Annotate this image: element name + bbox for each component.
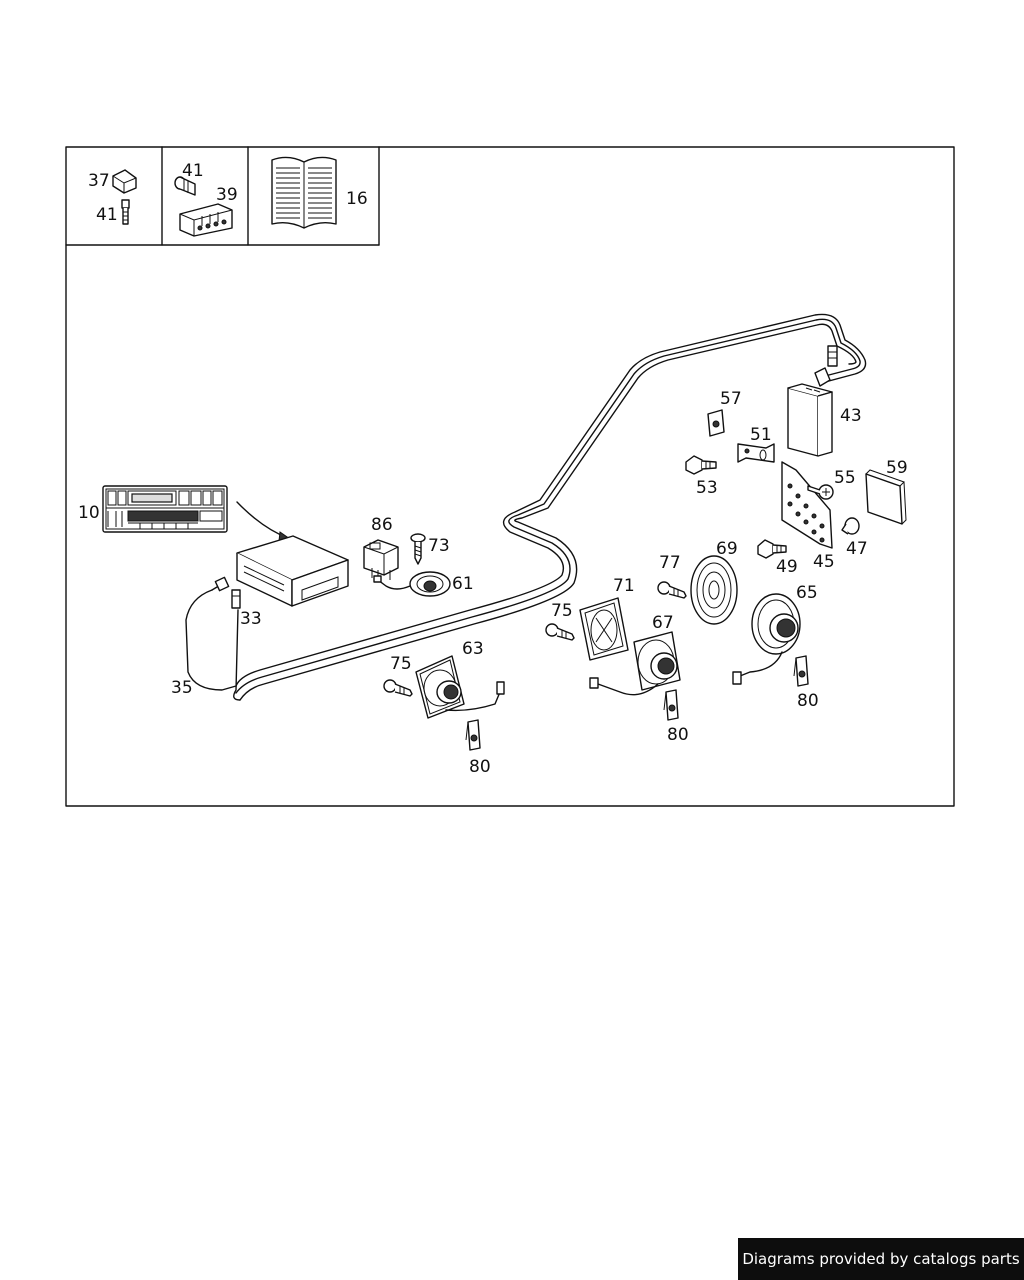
callout-39: 39 [216, 185, 238, 205]
callout-86: 86 [371, 515, 393, 535]
callout-80: 80 [469, 757, 491, 777]
part-65-speaker [732, 593, 801, 685]
part-61-tweeter [373, 571, 451, 597]
callout-41: 41 [96, 205, 118, 225]
callout-16: 16 [346, 189, 368, 209]
inset-panel [65, 146, 380, 246]
part-80-clip-b [663, 689, 679, 721]
callout-71: 71 [613, 576, 635, 596]
callout-53: 53 [696, 478, 718, 498]
diagram-frame [65, 146, 955, 807]
callout-57: 57 [720, 389, 742, 409]
part-59-pad [865, 469, 907, 525]
part-67-speaker [589, 631, 681, 696]
callout-69: 69 [716, 539, 738, 559]
part-69-speaker-grille [690, 555, 738, 625]
part-45-bracket [781, 461, 833, 549]
part-73-screw [410, 533, 426, 565]
part-41-bolt-small [121, 199, 130, 225]
part-49-bolt [757, 539, 787, 559]
callout-75: 75 [551, 601, 573, 621]
part-10-radio-faceplate [102, 485, 228, 533]
part-63-speaker [415, 655, 505, 719]
callout-75: 75 [390, 654, 412, 674]
part-86-module [363, 539, 399, 580]
part-35-cable-loop [185, 576, 241, 701]
callout-47: 47 [846, 539, 868, 559]
part-75-screw-a [383, 679, 413, 697]
part-80-clip-a [465, 719, 481, 751]
part-77-screw [657, 581, 687, 599]
callout-77: 77 [659, 553, 681, 573]
callout-43: 43 [840, 406, 862, 426]
callout-61: 61 [452, 574, 474, 594]
callout-33: 33 [240, 609, 262, 629]
part-33-plug [231, 589, 241, 609]
callout-67: 67 [652, 613, 674, 633]
callout-41: 41 [182, 161, 204, 181]
callout-80: 80 [797, 691, 819, 711]
part-53-bolt [685, 455, 717, 475]
arrow-radio-to-housing [236, 501, 292, 542]
part-55-screw [807, 484, 834, 500]
footer-credit: Diagrams provided by catalogs parts [738, 1238, 1024, 1280]
callout-37: 37 [88, 171, 110, 191]
part-51-bracket [737, 443, 775, 463]
part-75-screw-b [545, 623, 575, 641]
callout-35: 35 [171, 678, 193, 698]
callout-63: 63 [462, 639, 484, 659]
part-80-clip-c [793, 655, 809, 687]
part-35-antenna-cable [235, 313, 867, 701]
callout-labels: 37 41 41 39 16 10 33 35 86 73 61 75 63 8… [78, 161, 908, 777]
part-57-clip [707, 409, 725, 437]
radio-housing [236, 535, 349, 607]
part-37-clip [112, 169, 137, 194]
callout-55: 55 [834, 468, 856, 488]
callout-45: 45 [813, 552, 835, 572]
part-47-plug [841, 517, 860, 535]
callout-80: 80 [667, 725, 689, 745]
part-41-connector [174, 176, 196, 196]
callout-10: 10 [78, 503, 100, 523]
antenna-connector-top [814, 345, 838, 387]
part-16-manual-book [271, 156, 337, 229]
callout-65: 65 [796, 583, 818, 603]
callout-73: 73 [428, 536, 450, 556]
part-43-amplifier [787, 383, 833, 457]
callout-51: 51 [750, 425, 772, 445]
part-71-speaker-frame [579, 597, 629, 661]
part-39-terminal-block [179, 203, 233, 237]
callout-59: 59 [886, 458, 908, 478]
callout-49: 49 [776, 557, 798, 577]
